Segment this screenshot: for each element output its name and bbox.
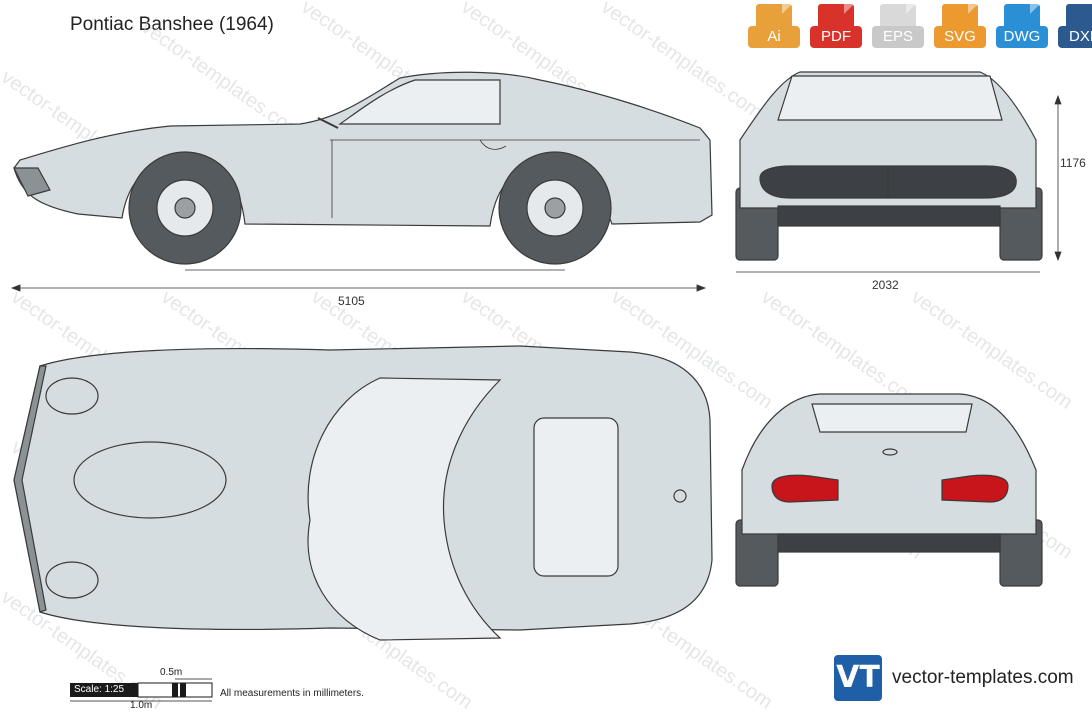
width-dimension bbox=[736, 94, 1062, 273]
brand-logo-icon: VT bbox=[834, 655, 882, 701]
pdf-file-icon[interactable]: PDF bbox=[810, 4, 866, 50]
format-label-dwg: DWG bbox=[996, 26, 1048, 48]
format-label-eps: EPS bbox=[872, 26, 924, 48]
ai-file-icon[interactable]: Ai bbox=[748, 4, 804, 50]
rear-view bbox=[735, 393, 1043, 587]
height-dimension: 1176 bbox=[1060, 156, 1086, 170]
format-label-pdf: PDF bbox=[810, 26, 862, 48]
brand-footer[interactable]: VT vector-templates.com bbox=[834, 655, 1074, 701]
top-view bbox=[13, 345, 713, 641]
format-label-svg: SVG bbox=[934, 26, 986, 48]
format-badges: Ai PDF EPS SVG DWG DXF bbox=[748, 4, 1092, 50]
scale-legend: Scale: 1:25 0.5m 1.0m bbox=[70, 667, 220, 711]
front-view bbox=[735, 71, 1043, 261]
eps-file-icon[interactable]: EPS bbox=[872, 4, 928, 50]
length-dimension: 5105 bbox=[338, 294, 365, 308]
dxf-file-icon[interactable]: DXF bbox=[1058, 4, 1092, 50]
format-label-dxf: DXF bbox=[1058, 26, 1092, 48]
brand-url[interactable]: vector-templates.com bbox=[892, 667, 1074, 688]
width-dimension-label: 2032 bbox=[872, 278, 899, 292]
scale-full-label: 1.0m bbox=[130, 700, 153, 711]
page-title: Pontiac Banshee (1964) bbox=[70, 14, 274, 35]
scale-half-label: 0.5m bbox=[160, 667, 183, 678]
side-view bbox=[13, 71, 713, 265]
scale-label: Scale: 1:25 bbox=[70, 683, 138, 697]
scale-bar bbox=[70, 678, 213, 702]
format-label-ai: Ai bbox=[748, 26, 800, 48]
dwg-file-icon[interactable]: DWG bbox=[996, 4, 1052, 50]
measurement-note: All measurements in millimeters. bbox=[220, 688, 364, 699]
svg-file-icon[interactable]: SVG bbox=[934, 4, 990, 50]
wheelbase-dimension bbox=[10, 269, 707, 292]
